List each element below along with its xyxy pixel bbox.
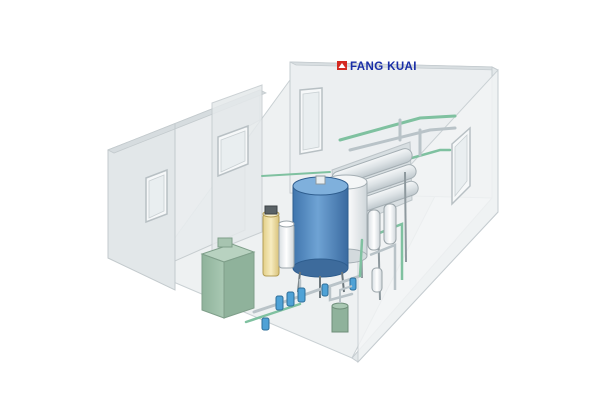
window-left-wall-front (145, 168, 168, 224)
window-left-wall-back (217, 124, 249, 178)
overhead-pipes (261, 114, 457, 177)
cartridge-filter-housings (367, 203, 397, 293)
green-water-tank (200, 237, 256, 319)
window-right-wall (451, 126, 471, 206)
booster-pumps (261, 277, 357, 331)
brand-logo: FANG KUAI (337, 61, 417, 73)
blue-pressure-tank (292, 175, 349, 298)
window-back-wall (299, 87, 323, 155)
softener-tank (262, 205, 280, 277)
brand-logo-icon-mark (338, 63, 346, 68)
product-water-tank (331, 285, 353, 333)
brand-name: FANG KUAI (350, 61, 417, 73)
brine-tank (278, 220, 295, 269)
